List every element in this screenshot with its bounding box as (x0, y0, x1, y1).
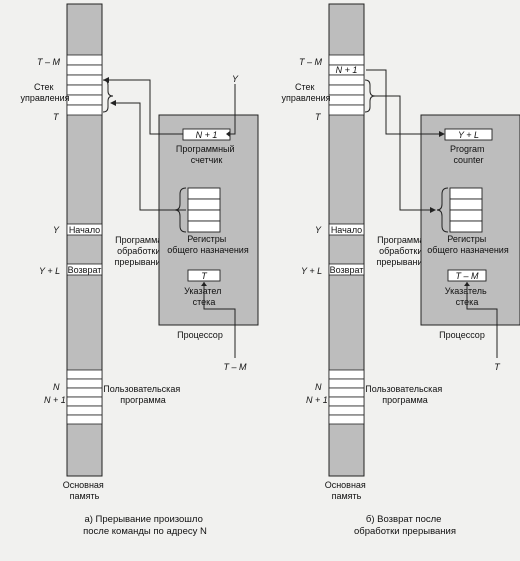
y-label-b: Y (315, 225, 322, 235)
regs-save-wire-a (114, 102, 186, 211)
stack-pointer-register-a (187, 269, 221, 282)
panel-b: N + 1 Начало Возврат T – M Стек управлен… (281, 3, 520, 537)
processor-label-b: Процессор (439, 330, 485, 340)
program-counter-register-b (444, 128, 493, 141)
stack-pointer-value-a: T (201, 271, 208, 281)
control-stack-label-b: Стек управления (281, 82, 330, 103)
program-counter-label-b: Program counter (450, 144, 487, 165)
stack-cells-b (328, 54, 365, 116)
y-plus-l-label-b: Y + L (301, 266, 322, 276)
sp-input-wire-b (466, 282, 498, 358)
n-label-a: N (53, 382, 60, 392)
program-counter-label-a: Программный счетчик (176, 144, 237, 165)
isr-return-label-b: Возврат (330, 265, 364, 275)
t-minus-m-label-b: T – M (299, 57, 323, 67)
general-registers-a (187, 187, 221, 233)
pc-restore-wire-b (366, 69, 441, 135)
stack-pointer-value-b: T – M (455, 271, 479, 281)
pc-restore-arrowhead-b (439, 131, 445, 137)
caption-b: б) Возврат после обработки прерывания (354, 514, 456, 537)
stack-n-plus-1-cell-label-b: N + 1 (336, 65, 358, 75)
sp-input-arrowhead-b (464, 282, 470, 286)
t-label-a: T (53, 112, 60, 122)
user-program-cells-a (66, 369, 103, 425)
regs-restore-arrowhead-b (430, 207, 436, 213)
user-program-label-b: Пользовательская программа (365, 384, 444, 405)
processor-label-a: Процессор (177, 330, 223, 340)
general-registers-label-b: Регистры общего назначения (427, 234, 509, 255)
main-memory-label-b: Основная память (325, 480, 369, 501)
n-label-b: N (315, 382, 322, 392)
isr-label-b: Программа обработки прерываний (376, 235, 427, 267)
isr-start-cell-b (328, 223, 365, 236)
isr-start-label-b: Начало (331, 225, 362, 235)
t-minus-m-label-a: T – M (37, 57, 61, 67)
user-program-label-a: Пользовательская программа (103, 384, 182, 405)
y-input-label-a: Y (232, 74, 239, 84)
t-label-b: T (315, 112, 322, 122)
general-registers-label-a: Регистры общего назначения (167, 234, 249, 255)
n-plus-1-label-a: N + 1 (44, 395, 66, 405)
isr-start-label-a: Начало (69, 225, 100, 235)
caption-a: а) Прерывание произошло после команды по… (83, 514, 207, 537)
pc-save-wire-a (107, 79, 183, 135)
isr-return-cell-b (328, 263, 365, 276)
y-label-a: Y (53, 225, 60, 235)
regs-save-arrowhead-a (110, 100, 116, 106)
stack-brace-a (102, 79, 114, 113)
y-plus-l-label-a: Y + L (39, 266, 60, 276)
y-input-wire-a (230, 84, 236, 135)
sp-input-label-a: T – M (223, 362, 247, 372)
registers-brace-b (436, 187, 449, 233)
panel-a: Начало Возврат T – M Стек управления T Y… (20, 3, 259, 537)
n-plus-1-label-b: N + 1 (306, 395, 328, 405)
isr-return-label-a: Возврат (68, 265, 102, 275)
control-stack-label-a: Стек управления (20, 82, 69, 103)
isr-return-cell-a (66, 263, 103, 276)
stack-cells-a (66, 54, 103, 116)
sp-input-wire-a (203, 282, 236, 358)
pc-save-arrowhead-a (103, 77, 109, 83)
isr-label-a: Программа обработки прерываний (114, 235, 165, 267)
control-stack-line2-a: управления (20, 93, 69, 103)
sp-input-arrowhead-a (201, 282, 207, 286)
program-counter-value-b: Y + L (458, 130, 479, 140)
user-program-cells-b (328, 369, 365, 425)
program-counter-value-a: N + 1 (196, 130, 218, 140)
stack-pointer-register-b (447, 269, 487, 282)
control-stack-line1-a: Стек (34, 82, 54, 92)
general-registers-b (449, 187, 483, 233)
regs-restore-wire-b (375, 95, 432, 211)
sp-input-label-b: T (494, 362, 501, 372)
stack-brace-b (364, 79, 376, 113)
isr-start-cell-a (66, 223, 103, 236)
main-memory-label-a: Основная память (63, 480, 107, 501)
y-input-arrowhead-a (226, 131, 230, 137)
